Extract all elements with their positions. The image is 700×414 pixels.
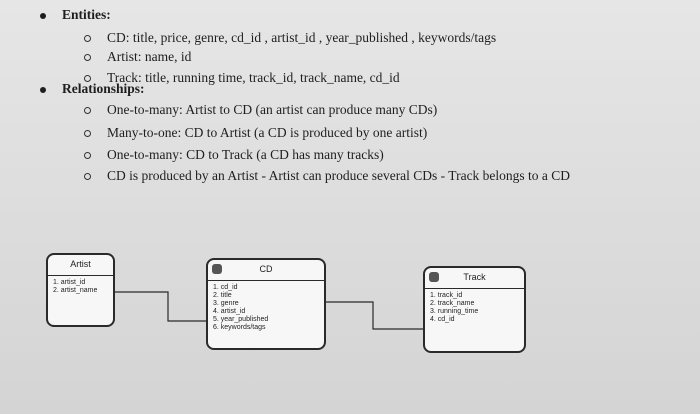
entity-field: 4. cd_id [430, 316, 455, 323]
circle-bullet-icon [84, 54, 91, 62]
cd-track-connector [322, 301, 423, 330]
entity-header: CD [208, 260, 324, 281]
entity-field: 1. artist_id [53, 279, 86, 286]
entity-header: Artist [48, 255, 113, 276]
entity-title: Track [463, 272, 486, 282]
bullet-icon [40, 86, 46, 93]
circle-bullet-icon [84, 75, 91, 83]
circle-bullet-icon [84, 35, 91, 43]
circle-bullet-icon [84, 107, 91, 115]
entity-box-cd[interactable]: CD 1. cd_id 2. title 3. genre 4. artist_… [206, 258, 326, 350]
entity-field: 4. artist_id [213, 308, 246, 315]
entity-field: 5. year_published [213, 316, 269, 323]
entities-heading-line: Entities: [40, 6, 111, 23]
entity-box-track[interactable]: Track 1. track_id 2. track_name 3. runni… [423, 266, 526, 353]
entity-box-artist[interactable]: Artist 1. artist_id 2. artist_name [46, 253, 115, 327]
entity-field: 3. running_time [430, 308, 479, 315]
relationship-item-4: CD is produced by an Artist - Artist can… [84, 167, 584, 185]
entity-title: CD [259, 264, 273, 274]
relationships-heading-line: Relationships: [40, 80, 145, 97]
relationships-heading: Relationships: [62, 81, 145, 96]
entity-field: 3. genre [213, 300, 239, 307]
artist-cd-connector [111, 291, 206, 322]
entity-text-cd: CD: title, price, genre, cd_id , artist_… [107, 30, 497, 45]
entity-item-track: Track: title, running time, track_id, tr… [84, 69, 400, 86]
relationship-item-3: One-to-many: CD to Track (a CD has many … [84, 146, 384, 163]
relationship-text-1: One-to-many: Artist to CD (an artist can… [107, 102, 438, 117]
entity-field: 2. title [213, 292, 232, 299]
relationship-text-2: Many-to-one: CD to Artist (a CD is produ… [107, 125, 428, 140]
entity-item-artist: Artist: name, id [84, 48, 191, 65]
entity-header: Track [425, 268, 524, 289]
bullet-icon [40, 12, 46, 19]
circle-bullet-icon [84, 130, 91, 138]
entity-fields: 1. cd_id 2. title 3. genre 4. artist_id … [208, 281, 324, 335]
entity-text-track: Track: title, running time, track_id, tr… [107, 70, 400, 85]
table-icon [429, 272, 439, 282]
entities-heading: Entities: [62, 7, 111, 22]
entity-field: 1. track_id [430, 292, 463, 299]
entity-fields: 1. artist_id 2. artist_name [48, 276, 113, 298]
table-icon [212, 264, 222, 274]
entity-title: Artist [70, 259, 91, 269]
relationship-text-3: One-to-many: CD to Track (a CD has many … [107, 147, 384, 162]
entity-fields: 1. track_id 2. track_name 3. running_tim… [425, 289, 524, 327]
entity-item-cd: CD: title, price, genre, cd_id , artist_… [84, 29, 496, 46]
entity-field: 6. keywords/tags [213, 324, 266, 331]
relationship-item-1: One-to-many: Artist to CD (an artist can… [84, 101, 437, 118]
relationship-item-2: Many-to-one: CD to Artist (a CD is produ… [84, 124, 427, 141]
entity-field: 1. cd_id [213, 284, 238, 291]
circle-bullet-icon [84, 152, 91, 160]
entity-text-artist: Artist: name, id [107, 49, 192, 64]
entity-field: 2. artist_name [53, 287, 98, 294]
circle-bullet-icon [84, 173, 91, 181]
relationship-text-4: CD is produced by an Artist - Artist can… [107, 168, 571, 183]
entity-field: 2. track_name [430, 300, 475, 307]
